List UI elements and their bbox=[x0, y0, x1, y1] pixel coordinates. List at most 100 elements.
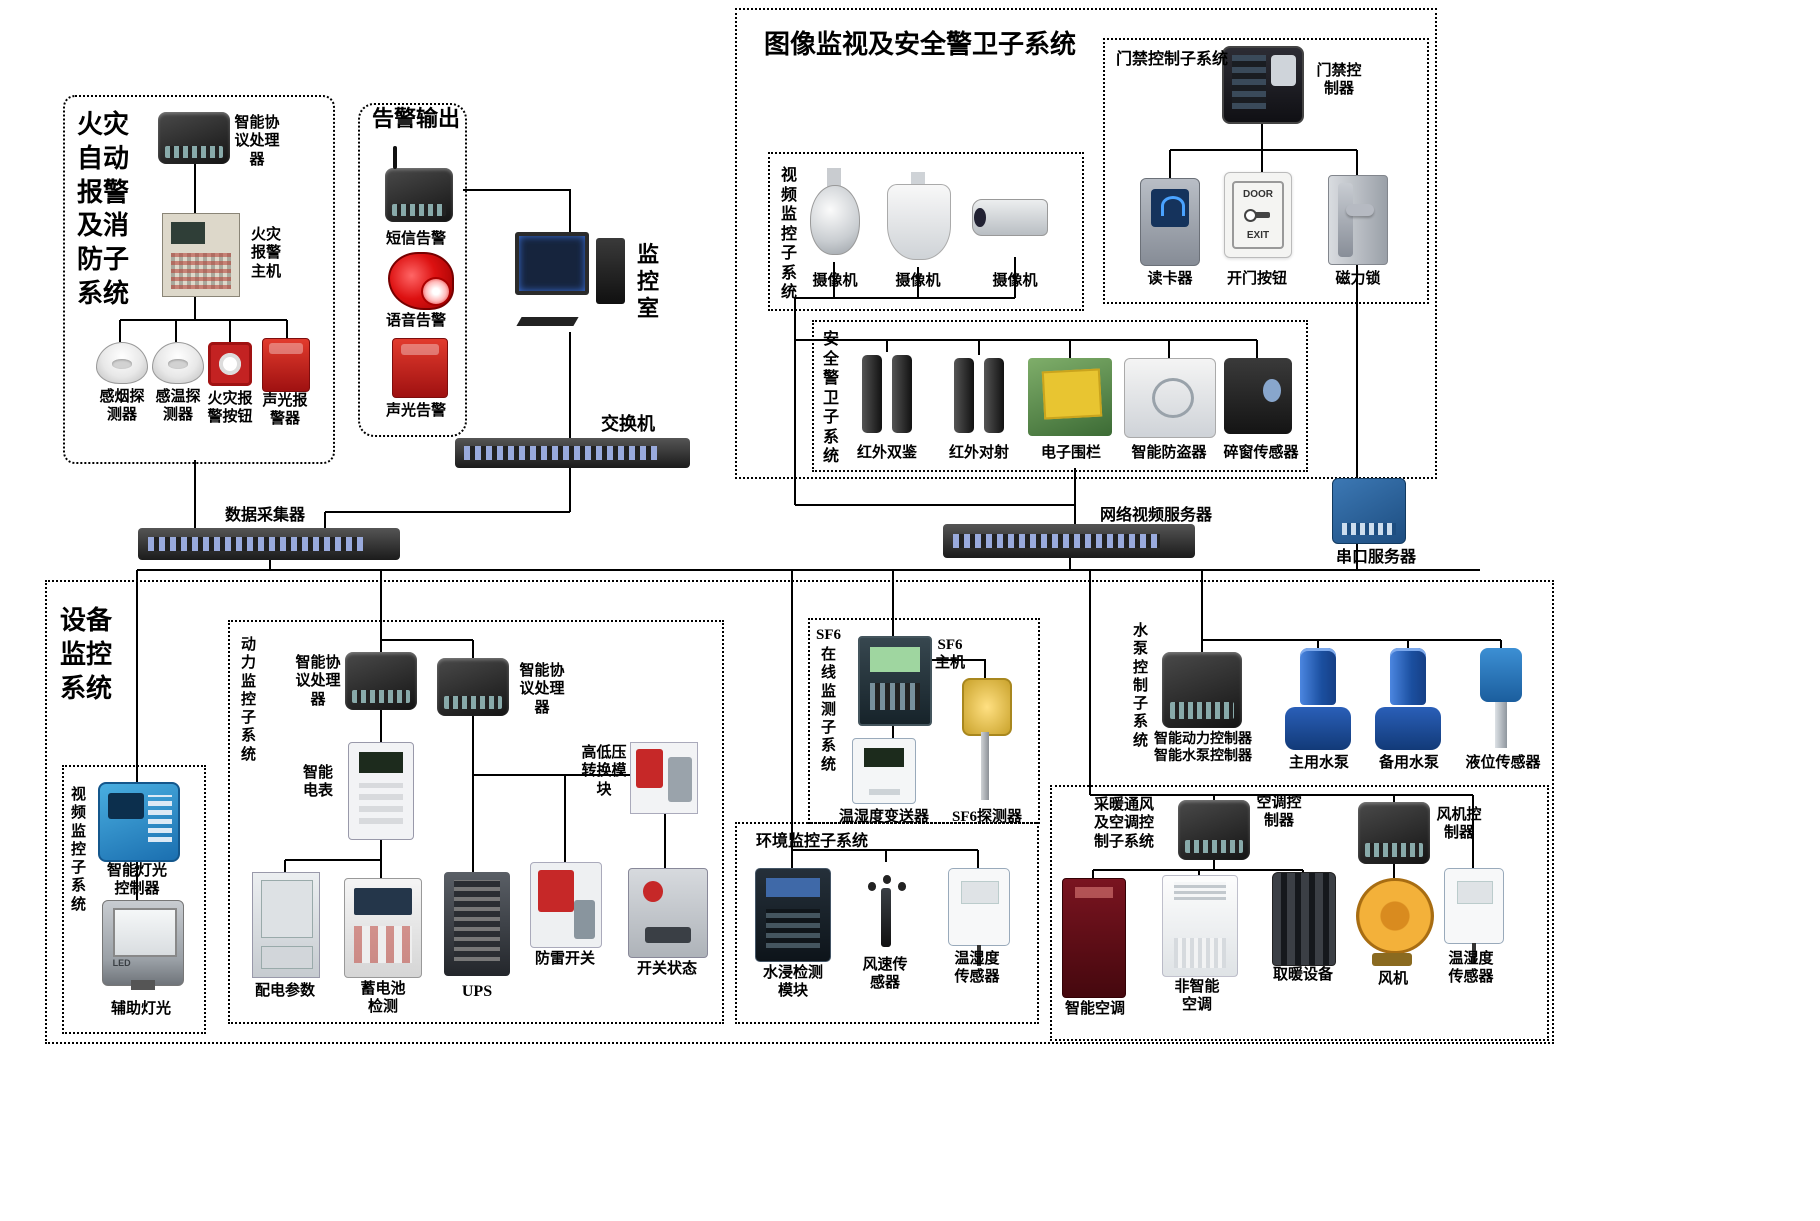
control-room-label: 监控室 bbox=[636, 242, 659, 321]
hv-lv-module-device bbox=[630, 742, 698, 814]
sms-alarm-label: 短信告警 bbox=[385, 231, 446, 247]
equipment-title: 设备监控系统 bbox=[59, 606, 112, 703]
access-controller-label: 门禁控制器 bbox=[1316, 63, 1362, 98]
environment-sub-box bbox=[735, 822, 1039, 1024]
fire-protocol-processor-label: 智能协议处理器 bbox=[234, 115, 280, 168]
level-sensor-label: 液位传感器 bbox=[1465, 755, 1541, 771]
fire-sound-light-label: 声光报警器 bbox=[262, 393, 308, 428]
ac-controller-label: 空调控制器 bbox=[1256, 795, 1302, 830]
power-protocol-processor2-device bbox=[437, 658, 509, 716]
main-pump-label: 主用水泵 bbox=[1288, 755, 1349, 771]
heat-detector-label: 感温探测器 bbox=[155, 389, 201, 424]
ir-dual-label: 红外双鉴 bbox=[856, 445, 917, 461]
magnetic-lock-device bbox=[1328, 175, 1388, 265]
ir-beam-label: 红外对射 bbox=[948, 445, 1009, 461]
smart-ac-device bbox=[1062, 878, 1126, 998]
light-controller-label: 智能灯光控制器 bbox=[106, 863, 167, 898]
fan-controller-label: 风机控制器 bbox=[1436, 807, 1482, 842]
fire-alarm-button-label: 火灾报警按钮 bbox=[207, 391, 253, 426]
fire-sound-light-device bbox=[262, 338, 310, 392]
pump-controller-label2: 智能水泵控制器 bbox=[1154, 749, 1252, 764]
power-sub-box bbox=[228, 620, 724, 1024]
door-button-label: 开门按钮 bbox=[1226, 271, 1287, 287]
ups-device bbox=[444, 872, 510, 976]
camera1-label: 摄像机 bbox=[812, 273, 858, 289]
control-room-computer bbox=[515, 232, 625, 332]
environment-sub-title: 环境监控子系统 bbox=[756, 833, 869, 850]
video-server-label: 网络视频服务器 bbox=[1099, 507, 1212, 524]
hvac-sub-box bbox=[1050, 785, 1549, 1041]
electronic-fence-label: 电子围栏 bbox=[1040, 445, 1101, 461]
lightning-switch-device bbox=[530, 862, 602, 948]
fire-alarm-button-device bbox=[208, 342, 252, 386]
sms-alarm-device bbox=[385, 146, 453, 222]
network-switch-device bbox=[455, 438, 690, 468]
sf6-host-device bbox=[858, 636, 932, 726]
smoke-detector-label: 感烟探测器 bbox=[99, 389, 145, 424]
surveillance-title: 图像监视及安全警卫子系统 bbox=[764, 30, 1077, 59]
anti-theft-device bbox=[1124, 358, 1216, 438]
camera3-label: 摄像机 bbox=[992, 273, 1038, 289]
power-protocol-processor1-device bbox=[345, 652, 417, 710]
smart-meter-device bbox=[348, 742, 414, 840]
water-detect-device bbox=[755, 868, 831, 962]
power-protocol-processor2-label: 智能协议处理器 bbox=[519, 663, 565, 716]
switch-status-device bbox=[628, 868, 708, 958]
fire-system-title: 火灾自动报警及消防子系统 bbox=[76, 110, 129, 308]
power-protocol-processor1-label: 智能协议处理器 bbox=[295, 655, 341, 708]
fire-alarm-host-label: 火灾报警主机 bbox=[250, 227, 281, 280]
surveillance-box bbox=[735, 8, 1437, 479]
sound-light-output-device bbox=[392, 338, 448, 398]
sound-light-output-label: 声光告警 bbox=[385, 403, 446, 419]
card-reader-device bbox=[1140, 178, 1200, 266]
dome-camera-device bbox=[806, 168, 862, 262]
card-reader-label: 读卡器 bbox=[1147, 271, 1193, 287]
ptz-camera-device bbox=[884, 172, 952, 267]
hv-lv-module-label: 高低压转换模块 bbox=[581, 745, 627, 798]
pump-controller-device bbox=[1162, 652, 1242, 728]
ups-label: UPS bbox=[461, 983, 493, 1000]
lighting-sub-title: 视频监控子系统 bbox=[70, 787, 86, 913]
sf6-sub-title-prefix: SF6 bbox=[816, 627, 842, 643]
monitor-icon bbox=[515, 232, 589, 295]
ir-beam-device bbox=[946, 355, 1012, 438]
serial-server-device bbox=[1332, 478, 1406, 544]
ir-dual-detector-device bbox=[854, 352, 920, 438]
serial-server-label: 串口服务器 bbox=[1336, 549, 1417, 566]
video-server-device bbox=[943, 524, 1195, 558]
heat-detector-device bbox=[152, 342, 204, 384]
wind-sensor-label: 风速传感器 bbox=[862, 957, 908, 992]
hvac-th-sensor-label: 温湿度传感器 bbox=[1448, 951, 1494, 986]
window-sensor-device bbox=[1224, 358, 1292, 434]
fire-system-box bbox=[63, 95, 335, 464]
sf6-detector-device bbox=[958, 678, 1012, 800]
fan-controller-device bbox=[1358, 802, 1430, 864]
smoke-detector-device bbox=[96, 342, 148, 384]
access-sub-title: 门禁控制子系统 bbox=[1116, 51, 1229, 68]
battery-check-device bbox=[344, 878, 422, 978]
aux-light-label: 辅助灯光 bbox=[110, 1001, 171, 1017]
level-sensor-device bbox=[1472, 648, 1530, 748]
env-th-sensor-label: 温湿度传感器 bbox=[954, 951, 1000, 986]
non-smart-ac-device bbox=[1162, 875, 1238, 977]
anti-theft-label: 智能防盗器 bbox=[1131, 445, 1207, 461]
sf6-sub-title-rest: 在线监测子系统 bbox=[820, 647, 836, 773]
non-smart-ac-label: 非智能空调 bbox=[1174, 979, 1220, 1014]
th-transmitter-device bbox=[852, 738, 916, 804]
fire-protocol-processor-device bbox=[158, 112, 230, 164]
pump-sub-title: 水泵控制子系统 bbox=[1132, 623, 1148, 749]
distribution-cabinet-device bbox=[252, 872, 320, 978]
heater-device bbox=[1272, 872, 1336, 966]
network-switch-label: 交换机 bbox=[601, 414, 655, 434]
wind-sensor-device bbox=[852, 862, 920, 954]
sf6-host-label: SF6主机 bbox=[934, 637, 965, 672]
lighting-sub-box bbox=[62, 765, 206, 1034]
door-button-face: DOOR EXIT bbox=[1231, 181, 1285, 249]
electronic-fence-device bbox=[1028, 358, 1112, 436]
tower-icon bbox=[596, 238, 625, 304]
key-icon bbox=[1244, 208, 1270, 222]
window-sensor-label: 碎窗传感器 bbox=[1223, 445, 1299, 461]
alarm-output-title: 告警输出 bbox=[371, 106, 460, 131]
